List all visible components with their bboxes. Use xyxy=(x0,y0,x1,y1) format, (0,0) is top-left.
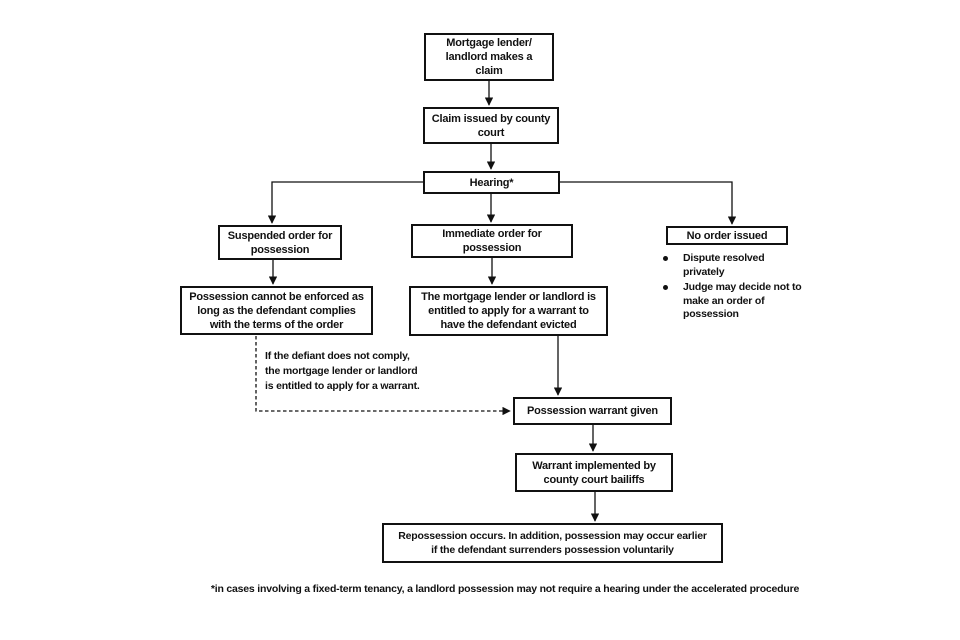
node-mortgage-claim: Mortgage lender/ landlord makes a claim xyxy=(424,33,554,81)
bullet-item-judge-decision: Judge may decide not to make an order of… xyxy=(663,281,813,322)
node-hearing: Hearing* xyxy=(423,171,560,194)
bullet-item-dispute-resolved: Dispute resolved privately xyxy=(663,252,813,279)
connector-hearing-to-no-order xyxy=(560,181,737,225)
node-repossession: Repossession occurs. In addition, posses… xyxy=(382,523,723,563)
hearing-footnote: *in cases involving a fixed-term tenancy… xyxy=(210,583,800,595)
node-no-order-issued: No order issued xyxy=(666,226,788,245)
node-suspended-order: Suspended order for possession xyxy=(218,225,342,260)
node-immediate-order: Immediate order for possession xyxy=(411,224,573,258)
connector-hearing-to-suspended xyxy=(267,181,423,224)
bullet-dot-icon xyxy=(663,256,668,261)
node-possession-not-enforced: Possession cannot be enforced as long as… xyxy=(180,286,373,335)
node-warrant-entitled: The mortgage lender or landlord is entit… xyxy=(409,286,608,336)
node-warrant-implemented: Warrant implemented by county court bail… xyxy=(515,453,673,492)
bullet-dot-icon xyxy=(663,285,668,290)
node-claim-issued: Claim issued by county court xyxy=(423,107,559,144)
non-compliance-note: If the defiant does not comply, the mort… xyxy=(265,350,420,392)
bullet-text: Judge may decide not to make an order of… xyxy=(683,281,802,320)
bullet-text: Dispute resolved privately xyxy=(683,252,765,278)
node-warrant-given: Possession warrant given xyxy=(513,397,672,425)
connector-dashed-non-compliance-to-warrant-given xyxy=(255,336,511,416)
no-order-bullet-list: Dispute resolved privately Judge may dec… xyxy=(663,252,813,324)
